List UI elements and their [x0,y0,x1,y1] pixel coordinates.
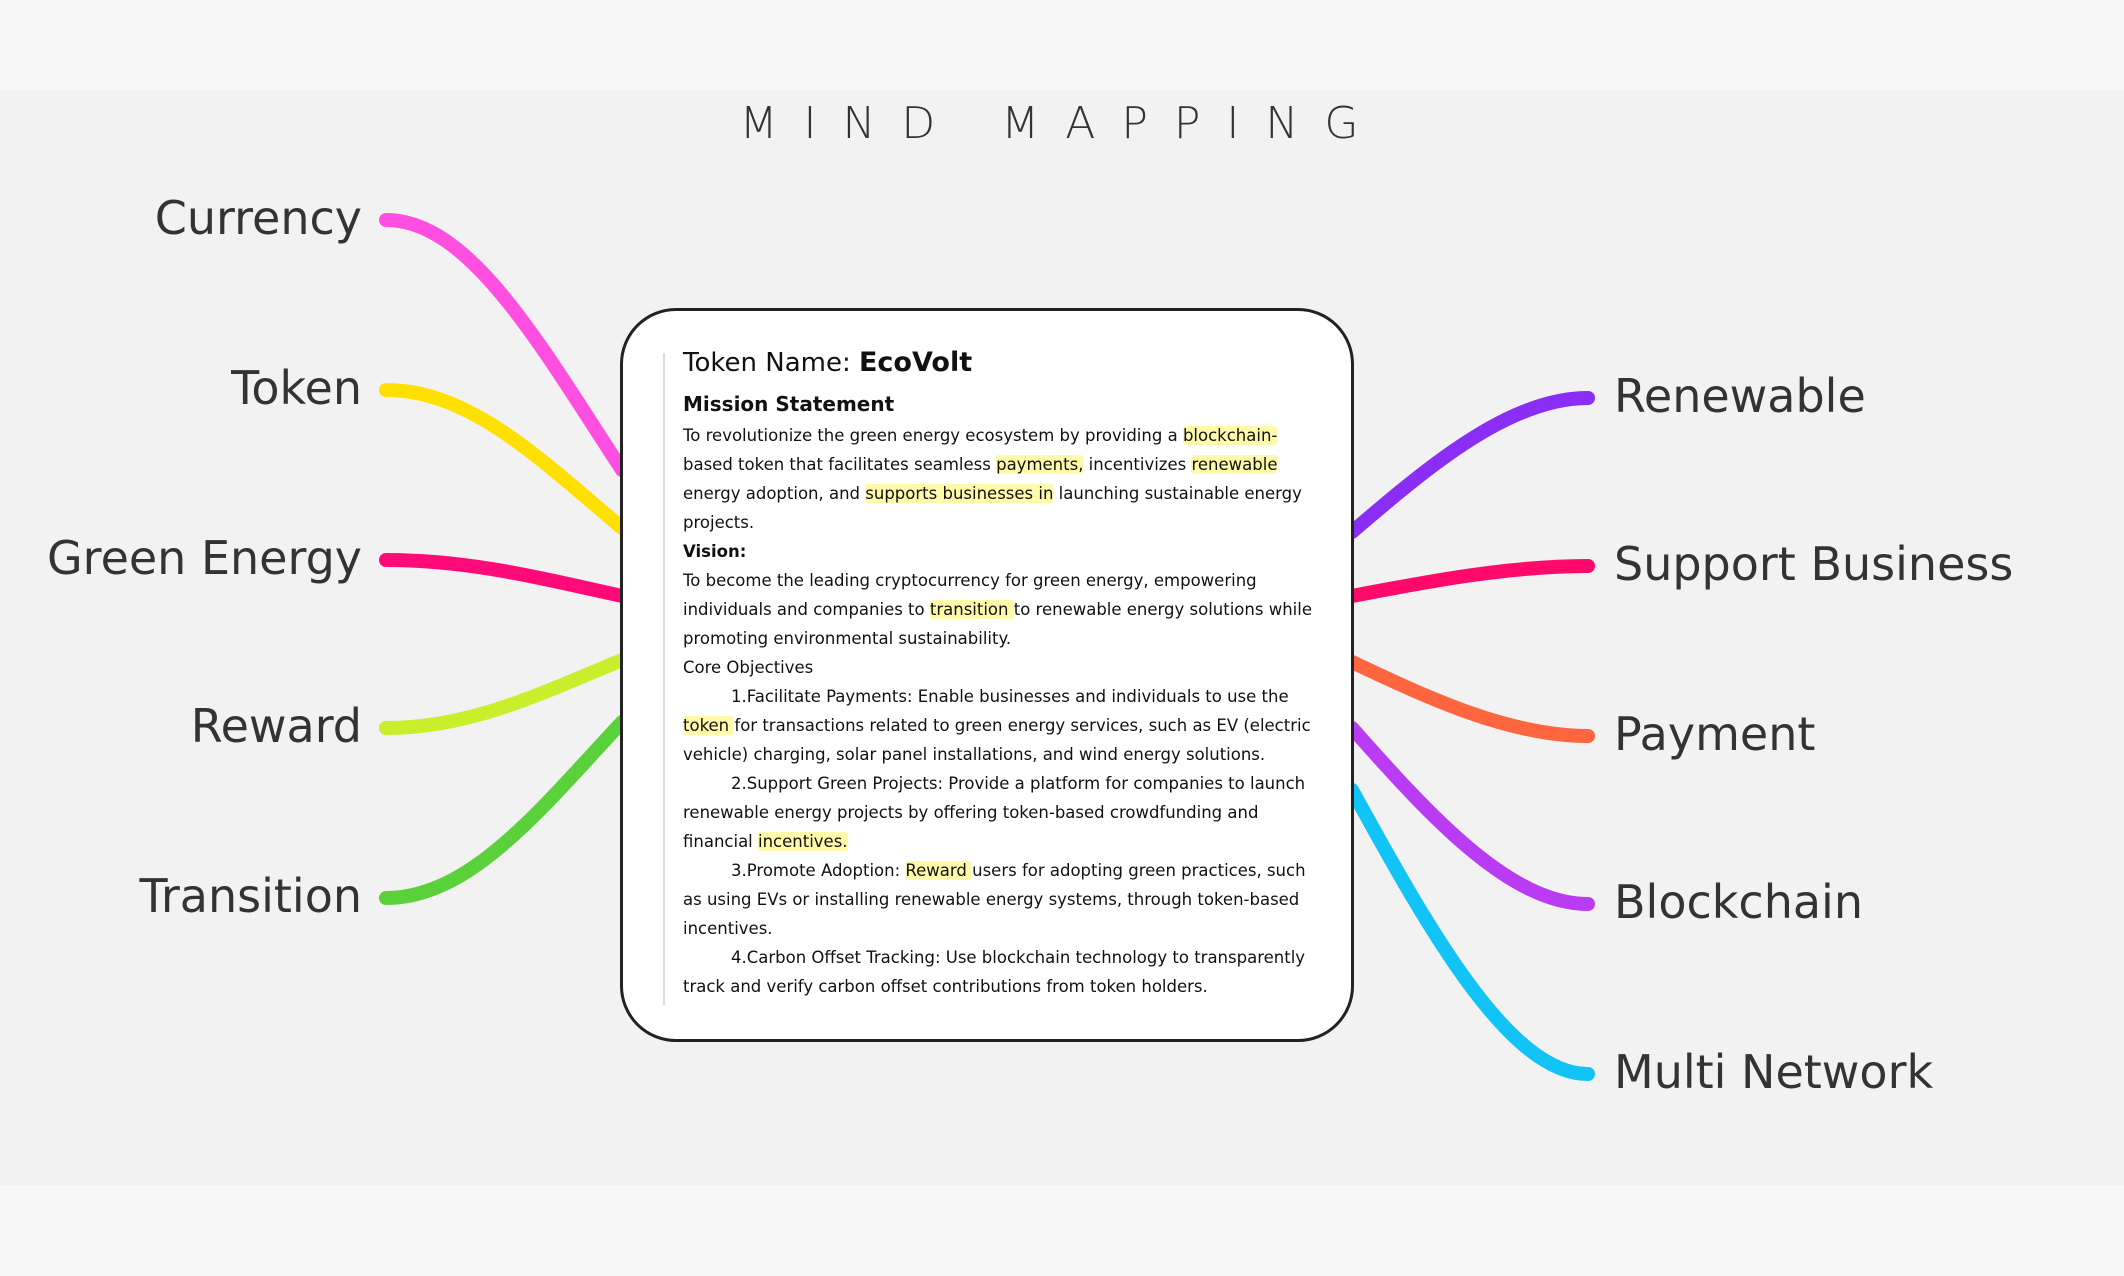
highlighted-text: blockchain- [1182,426,1278,445]
branch-label: Multi Network [1614,1045,1934,1099]
branch-label: Transition [139,869,362,923]
branch-label: Reward [190,699,362,753]
branch-line-right [1345,655,1595,743]
branch-label: Renewable [1614,369,1866,423]
branch-label: Support Business [1614,537,2014,591]
branch-line-left [379,213,629,477]
highlighted-text: payments, [996,455,1084,474]
branch-label: Token [231,361,362,415]
bottom-band [0,1185,2124,1276]
token-name: EcoVolt [858,347,973,378]
text-span: energy adoption, and [683,484,866,503]
branch-line-right [1345,559,1595,603]
token-name-label: Token Name: [683,348,851,378]
text-span: to renewable energy solutions while prom… [683,600,1312,648]
text-span: 3.Promote Adoption: [731,861,906,880]
branch-line-left [379,653,629,735]
branch-line-right [1345,721,1595,911]
text-span: for transactions related to green energy… [683,716,1311,764]
margin-rule [663,353,665,1005]
highlighted-text: Reward [905,861,973,880]
highlighted-text: incentives. [758,832,848,851]
highlighted-text: supports businesses in [865,484,1054,503]
branch-label: Blockchain [1614,875,1863,929]
page-title: MIND MAPPING [739,98,1385,149]
token-document: Token Name: EcoVolt Mission Statement To… [683,343,1313,1001]
branch-line-right [1345,391,1595,539]
mission-text: To revolutionize the green energy ecosys… [683,421,1313,537]
branch-line-left [379,553,629,603]
mission-heading: Mission Statement [683,392,895,416]
text-span: 1.Facilitate Payments: Enable businesses… [731,687,1289,706]
highlighted-text: renewable [1191,455,1278,474]
objective-item: 3.Promote Adoption: Reward users for ado… [683,856,1313,943]
branch-label: Currency [154,191,362,245]
vision-heading: Vision: [683,542,747,561]
top-band [0,0,2124,90]
text-span: based token that facilitates seamless [683,455,997,474]
text-span: launching sustainable energy projects. [683,484,1302,532]
objectives-heading: Core Objectives [683,658,814,677]
vision-text: To become the leading cryptocurrency for… [683,566,1313,653]
text-span: To revolutionize the green energy ecosys… [683,426,1183,445]
objective-item: 1.Facilitate Payments: Enable businesses… [683,682,1313,769]
branch-label: Green Energy [47,531,362,585]
highlighted-text: token [683,716,735,735]
branch-line-left [379,383,629,535]
objective-item: 2.Support Green Projects: Provide a plat… [683,769,1313,856]
objective-item: 4.Carbon Offset Tracking: Use blockchain… [683,943,1313,1001]
text-span: 4.Carbon Offset Tracking: Use blockchain… [683,948,1306,996]
text-span: incentivizes [1083,455,1192,474]
text-span: users for adopting green practices, such… [683,861,1306,938]
highlighted-text: transition [929,600,1014,619]
text-span: 2.Support Green Projects: Provide a plat… [683,774,1306,851]
token-document-card: Token Name: EcoVolt Mission Statement To… [620,308,1354,1042]
branch-label: Payment [1614,707,1816,761]
token-name-line: Token Name: EcoVolt [683,343,1313,383]
branch-line-left [379,715,629,905]
branch-line-right [1345,783,1595,1081]
text-span: To become the leading cryptocurrency for… [683,571,1257,619]
